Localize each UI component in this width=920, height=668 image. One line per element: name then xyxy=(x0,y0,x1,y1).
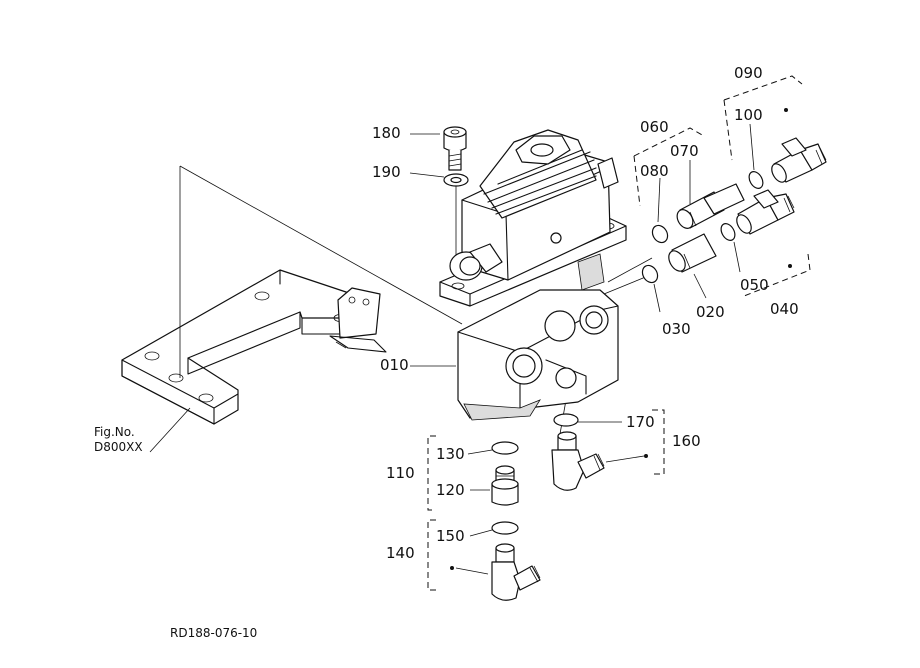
part-label-100: 100 xyxy=(734,106,763,124)
part-label-080: 080 xyxy=(640,162,669,180)
part-label-140: 140 xyxy=(386,544,415,562)
figure-reference: Fig.No. D800XX xyxy=(94,425,143,455)
figure-reference-line2: D800XX xyxy=(94,440,143,454)
drawing-number: RD188-076-10 xyxy=(170,626,258,640)
label-leaders xyxy=(409,123,755,537)
group-brackets xyxy=(427,75,811,591)
adapter-fitting-070 xyxy=(676,183,745,229)
part-label-040: 040 xyxy=(770,300,799,318)
part-label-150: 150 xyxy=(436,527,465,545)
elbow-fitting-090 xyxy=(771,137,827,183)
part-label-010: 010 xyxy=(380,356,409,374)
adapter-fitting-020 xyxy=(668,233,717,273)
elbow-fitting-040 xyxy=(736,189,795,235)
elbow-fitting-160 xyxy=(551,431,605,491)
cap-bolt xyxy=(443,126,467,171)
part-label-030: 030 xyxy=(662,320,691,338)
oring-170 xyxy=(553,413,579,427)
mounting-bracket xyxy=(121,269,387,425)
orings-050-100 xyxy=(720,171,764,241)
figure-reference-line1: Fig.No. xyxy=(94,425,135,439)
part-label-020: 020 xyxy=(696,303,725,321)
part-label-180: 180 xyxy=(372,124,401,142)
part-label-190: 190 xyxy=(372,163,401,181)
orings-030-080 xyxy=(641,224,669,284)
oring-130 xyxy=(491,441,519,455)
part-label-060: 060 xyxy=(640,118,669,136)
part-label-070: 070 xyxy=(670,142,699,160)
part-label-130: 130 xyxy=(436,445,465,463)
adapter-fitting-120 xyxy=(491,465,519,506)
part-label-160: 160 xyxy=(672,432,701,450)
elbow-fitting-140 xyxy=(491,543,541,601)
part-label-050: 050 xyxy=(740,276,769,294)
part-label-120: 120 xyxy=(436,481,465,499)
part-label-090: 090 xyxy=(734,64,763,82)
part-label-170: 170 xyxy=(626,413,655,431)
oring-150 xyxy=(491,521,519,535)
control-valve-body xyxy=(439,129,627,421)
part-label-110: 110 xyxy=(386,464,415,482)
spring-washer xyxy=(443,173,469,187)
